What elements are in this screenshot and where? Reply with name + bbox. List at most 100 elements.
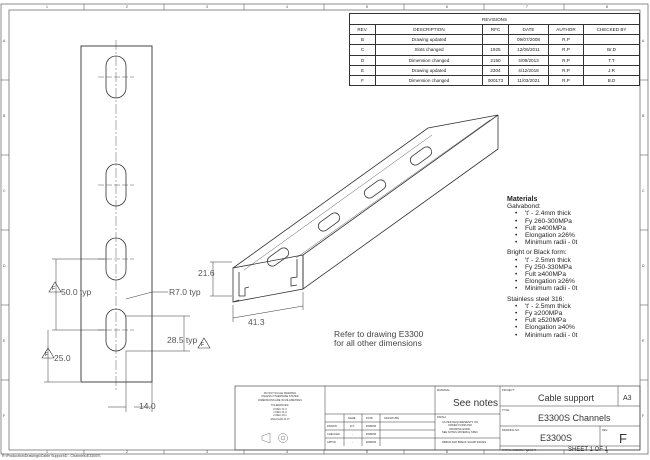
dim-r7: R7.0 typ [169, 287, 201, 297]
material-group: Bright or Black form: 't' - 2.5mm thick … [507, 249, 632, 292]
zone-row-label: A [3, 39, 6, 43]
zone-column-label: 2 [126, 5, 128, 9]
zone-row-label: C [642, 189, 645, 193]
table-cell: R.P [350, 425, 355, 428]
projection-symbol [261, 432, 288, 444]
dim-21-6: 21.6 [198, 268, 215, 278]
list-item: Fy 260-300MPa [515, 218, 632, 225]
list-item: 't' - 2.4mm thick [515, 210, 632, 217]
front-dimensions [44, 258, 190, 412]
front-view [80, 40, 153, 390]
zone-row-label: E [3, 339, 6, 343]
table-cell: ##/##/## [366, 441, 377, 444]
col-header: RFC [482, 23, 509, 36]
list-item: Fy ≥200MPa [515, 310, 632, 317]
flag-label: F [52, 286, 56, 292]
flag-label: F [201, 342, 205, 348]
revisions-table: REVISIONS REV. DESCRIPTION RFC DATE AUTH… [348, 13, 641, 87]
list-item: Minimum radii - 0t [515, 332, 632, 339]
col-header: DATE [508, 23, 549, 36]
list-item: Minimum radii - 0t [515, 239, 632, 246]
zone-column-label: 7 [526, 450, 528, 454]
col-header: AUTHOR [548, 23, 584, 36]
material-label: MATERIAL: [437, 389, 451, 392]
list-item: Fult ≥520MPa [515, 317, 632, 324]
list-item: Elongation ≥40% [515, 324, 632, 331]
dim-28-5: 28.5 typ [167, 335, 198, 345]
zone-column-label: 3 [206, 450, 208, 454]
flag-symbols [41, 281, 211, 359]
col-header: CHECKED BY [582, 23, 641, 36]
zone-row-label: F [3, 414, 6, 418]
materials-heading: Materials [507, 196, 538, 203]
list-item: Fy 250-330MPa [515, 264, 632, 271]
dim-50: 50.0 typ [61, 287, 92, 297]
dim-14: 14.0 [139, 401, 156, 411]
zone-column-label: 8 [606, 5, 608, 9]
zone-row-label: D [3, 264, 6, 268]
reference-note-line1: Refer to drawing E3300 [334, 329, 424, 339]
file-path: R:\Production\Drawings\Cable Support\D -… [2, 454, 101, 458]
revisions-header-row: REV. DESCRIPTION RFC DATE AUTHOR CHECKED… [349, 23, 641, 36]
slot [409, 146, 433, 166]
material-name: Galvabond: [507, 203, 541, 211]
finish-label: FINISH: [437, 416, 447, 419]
col-header: DATE [366, 417, 373, 420]
tolerance-notes: DO NOT SCALE DRAWING UNLESS OTHERWISE ST… [258, 392, 302, 421]
material-group: Galvabond: 't' - 2.4mm thick Fy 260-300M… [507, 203, 632, 246]
row-label: CHECKED [327, 433, 340, 436]
material-name: Bright or Black form: [507, 249, 567, 257]
zone-column-label: 2 [126, 450, 128, 454]
title-label: TITLE: [502, 409, 510, 412]
drawing-title: E3300S Channels [538, 413, 611, 423]
zone-column-label: 5 [366, 5, 368, 9]
dim-25: 25.0 [54, 353, 71, 363]
zone-column-label: 4 [286, 5, 288, 9]
outer-frame [0, 3, 649, 455]
material-value: See notes [453, 398, 499, 409]
col-header: NAME [348, 417, 356, 420]
rev-label: REV. [602, 429, 608, 432]
list-item: Fult ≥400MPa [515, 225, 632, 232]
zone-column-label: 7 [526, 5, 528, 9]
table-cell: ##/##/## [366, 425, 377, 428]
project-value: Cable support [538, 393, 595, 403]
row-label: DRAWN [327, 425, 337, 428]
drawing-number-label: DRAWING NO. [502, 429, 520, 432]
zone-row-label: E [642, 339, 645, 343]
slot [266, 247, 290, 267]
dim-41-3: 41.3 [248, 317, 265, 327]
isometric-view [232, 114, 499, 303]
slot [363, 179, 387, 199]
zone-row-label: D [642, 264, 645, 268]
table-cell: - [352, 433, 353, 436]
zone-column-label: 5 [366, 450, 368, 454]
zone-column-label: 6 [446, 5, 448, 9]
col-header: DESCRIPTION [375, 23, 483, 36]
project-label: PROJECT: [502, 389, 515, 392]
parts-weight-label: PARTS/ASSEMBLY WEIGHT: [502, 449, 537, 452]
zone-column-label: 3 [206, 5, 208, 9]
materials-notes: Materials Galvabond: 't' - 2.4mm thick F… [507, 196, 632, 339]
revisions-title: REVISIONS [348, 13, 641, 25]
list-item: 't' - 2.5mm thick [515, 257, 632, 264]
list-item: Minimum radii - 0t [515, 285, 632, 292]
list-item: Fult ≥400MPa [515, 271, 632, 278]
zone-row-label: F [642, 414, 645, 418]
table-cell: - [352, 441, 353, 444]
finish-value: AS PER REQUIREMENTS ON ORDER FORM AND DR… [442, 421, 479, 434]
col-header: SIGNATURE [384, 417, 399, 420]
deburr-note: DEBUR AND BREAK SHARP EDGES [442, 441, 487, 444]
reference-note-line2: for all other dimensions [334, 338, 422, 348]
slot [317, 212, 341, 232]
col-header: REV. [349, 23, 376, 36]
title-block-frame [234, 385, 641, 451]
zone-row-label: A [642, 39, 645, 43]
drawing-number: E3300S [540, 433, 573, 443]
list-item: 't' - 2.5mm thick [515, 303, 632, 310]
list-item: Elongation ≥26% [515, 232, 632, 239]
title-block-grid [324, 386, 640, 450]
